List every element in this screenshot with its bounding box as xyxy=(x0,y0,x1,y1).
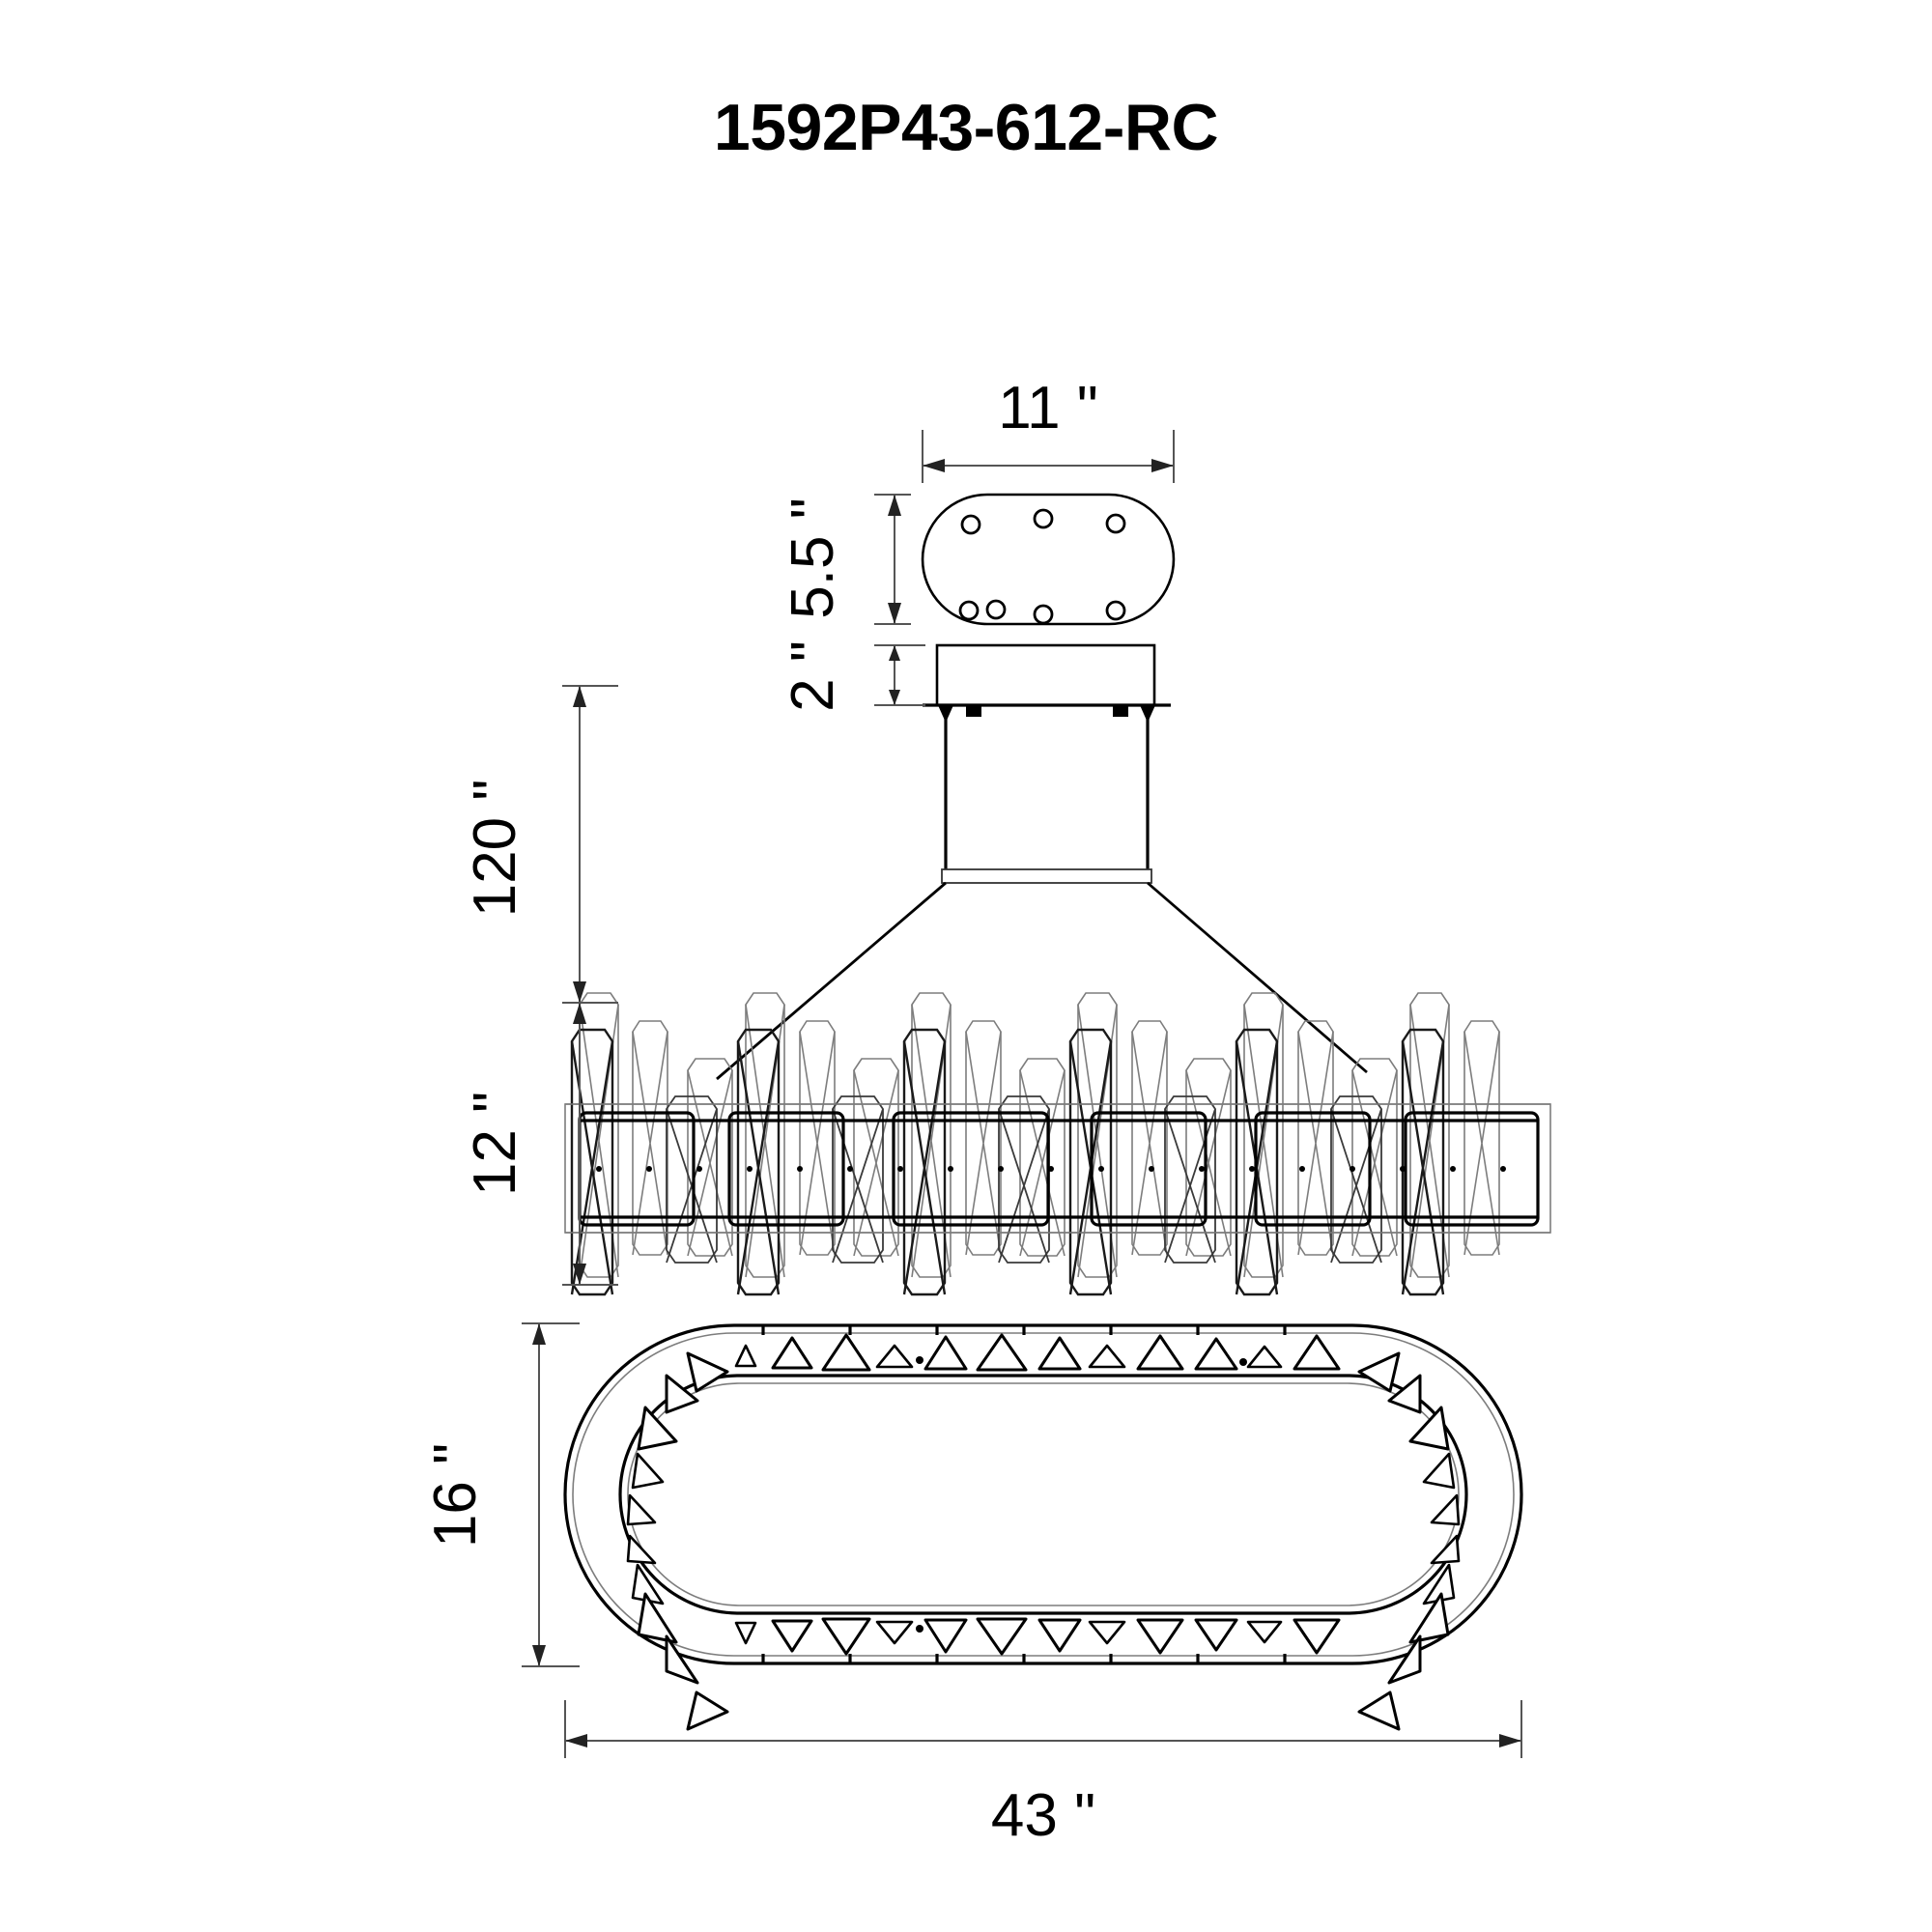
dimension-body-depth-label: 16 " xyxy=(422,1443,489,1548)
ring-outer-outline xyxy=(563,1323,1523,1665)
centerline-dots xyxy=(596,1166,1506,1172)
ring-segment-ticks-top xyxy=(761,1325,1287,1335)
stem-top-cap xyxy=(1140,705,1155,723)
dimension-body-height-label: 12 " xyxy=(462,1092,528,1196)
dimension-canopy-depth-label: 5.5 " xyxy=(780,497,846,618)
crystal-top-triangles-bottom-run xyxy=(734,1617,1341,1656)
dimension-canopy-height: 2 " xyxy=(780,640,925,712)
canopy-mount-nub xyxy=(1113,705,1128,717)
stem-top-cap xyxy=(938,705,953,723)
suspension-cable-right xyxy=(1147,881,1368,1074)
crystal-rod-group-front xyxy=(570,1028,1445,1296)
canopy-plan-view xyxy=(921,493,1176,626)
ring-segment-ticks-bottom xyxy=(761,1654,1287,1663)
dimension-canopy-width-label: 11 " xyxy=(998,375,1098,441)
dimension-body-depth: 16 " xyxy=(422,1322,580,1667)
canopy-screw-hole xyxy=(958,600,980,621)
canopy-mount-nub xyxy=(966,705,981,717)
ring-inner-guide xyxy=(627,1382,1460,1606)
canopy-screw-hole xyxy=(1033,508,1054,529)
suspension-assembly xyxy=(716,717,1368,1081)
product-model-number: 1592P43-612-RC xyxy=(714,91,1218,164)
canopy-screw-hole xyxy=(1033,604,1054,625)
crystal-top-triangles-right-end xyxy=(1357,1351,1461,1731)
dimension-canopy-depth: 5.5 " xyxy=(780,494,911,625)
crystal-top-triangles-top-run xyxy=(734,1333,1341,1372)
canopy-screw-hole xyxy=(985,599,1007,620)
dimension-body-width-label: 43 " xyxy=(991,1782,1095,1849)
dimension-body-width: 43 " xyxy=(564,1700,1522,1849)
dimension-overall-drop: 120 " xyxy=(462,685,618,1004)
canopy-screw-hole xyxy=(960,514,981,535)
dimension-canopy-width: 11 " xyxy=(922,375,1175,483)
crystal-band-front-elevation xyxy=(564,992,1551,1296)
canopy-body-box xyxy=(935,643,1156,707)
canopy-screw-hole xyxy=(1105,513,1126,534)
dimension-body-height: 12 " xyxy=(462,1002,618,1286)
downrod-joint-collar xyxy=(941,868,1152,884)
dimension-canopy-height-label: 2 " xyxy=(780,640,846,712)
crystal-band-plan-view xyxy=(563,1323,1523,1731)
ring-outer-guide xyxy=(572,1332,1515,1657)
dimension-overall-drop-label: 120 " xyxy=(462,780,528,918)
canopy-side-elevation xyxy=(923,643,1171,723)
canopy-screw-hole xyxy=(1105,600,1126,621)
ring-inner-outline xyxy=(618,1374,1468,1615)
crystal-top-triangles-left-end xyxy=(626,1351,729,1731)
frame-segment-group xyxy=(578,1111,1540,1227)
fixture-frame-band xyxy=(565,1103,1550,1234)
suspension-cable-left xyxy=(716,881,947,1081)
